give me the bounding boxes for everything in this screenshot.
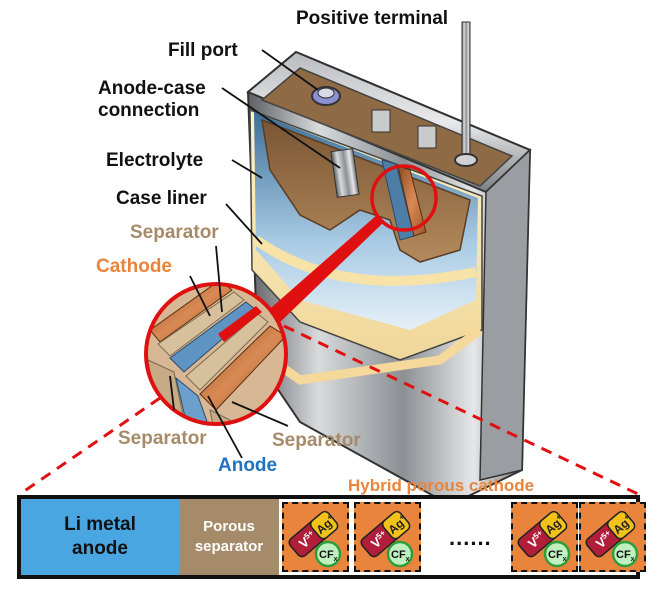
svo-crystal-icon: V5+Ag+ — [360, 510, 410, 558]
electrolyte-label: Electrolyte — [106, 150, 204, 171]
expansion-lines — [19, 324, 639, 496]
cfx-text: CFx — [548, 549, 567, 563]
cathode-tile: V5+Ag+CFx — [579, 502, 646, 572]
cfx-circle-icon: CFx — [611, 540, 639, 568]
separator-top-label: Separator — [130, 222, 219, 243]
leader-lines — [169, 49, 341, 459]
cathode-tile: V5+Ag+CFx — [354, 502, 421, 572]
separator-left-label: Separator — [118, 428, 207, 449]
cell-cross-section-strip: Li metal anode Porous separator V5+Ag+CFx … — [17, 495, 646, 579]
hybrid-cathode-label: Hybrid porous cathode — [348, 476, 535, 495]
anode-label: Anode — [218, 455, 278, 476]
cfx-circle-icon: CFx — [386, 540, 414, 568]
li-anode-text-line2: anode — [72, 538, 128, 559]
separator-text-line1: Porous — [203, 518, 255, 535]
svo-crystal-icon: V5+Ag+ — [288, 510, 338, 558]
magnify-connector — [264, 214, 384, 326]
anode-case-label-line1: Anode-case — [98, 78, 206, 99]
cfx-circle-icon: CFx — [543, 540, 571, 568]
li-metal-anode-block: Li metal anode — [21, 499, 179, 575]
cfx-text: CFx — [319, 549, 338, 563]
fill-port-label: Fill port — [168, 40, 238, 61]
cathode-label: Cathode — [96, 256, 172, 277]
cathode-tile: V5+Ag+CFx — [282, 502, 349, 572]
magnify-source-circle — [370, 164, 438, 232]
separator-right-label: Separator — [272, 430, 361, 451]
ellipsis-text: ...... — [449, 525, 492, 550]
separator-text-line2: separator — [194, 538, 264, 555]
cfx-circle-icon: CFx — [314, 540, 342, 568]
svo-crystal-icon: V5+Ag+ — [585, 510, 635, 558]
cfx-text: CFx — [391, 549, 410, 563]
anode-case-label-line2: connection — [98, 100, 200, 121]
svo-crystal-icon: V5+Ag+ — [517, 510, 567, 558]
positive-terminal-label: Positive terminal — [296, 8, 449, 29]
case-liner-label: Case liner — [116, 188, 207, 209]
cathode-tile: V5+Ag+CFx — [511, 502, 578, 572]
cfx-text: CFx — [616, 549, 635, 563]
magnified-electrode-stack — [144, 282, 288, 426]
porous-separator-block: Porous separator — [179, 499, 279, 575]
li-anode-text-line1: Li metal — [64, 514, 136, 535]
hybrid-cathode-block: V5+Ag+CFx V5+Ag+CFx ...... V5+Ag+CFx V5+… — [279, 499, 646, 575]
